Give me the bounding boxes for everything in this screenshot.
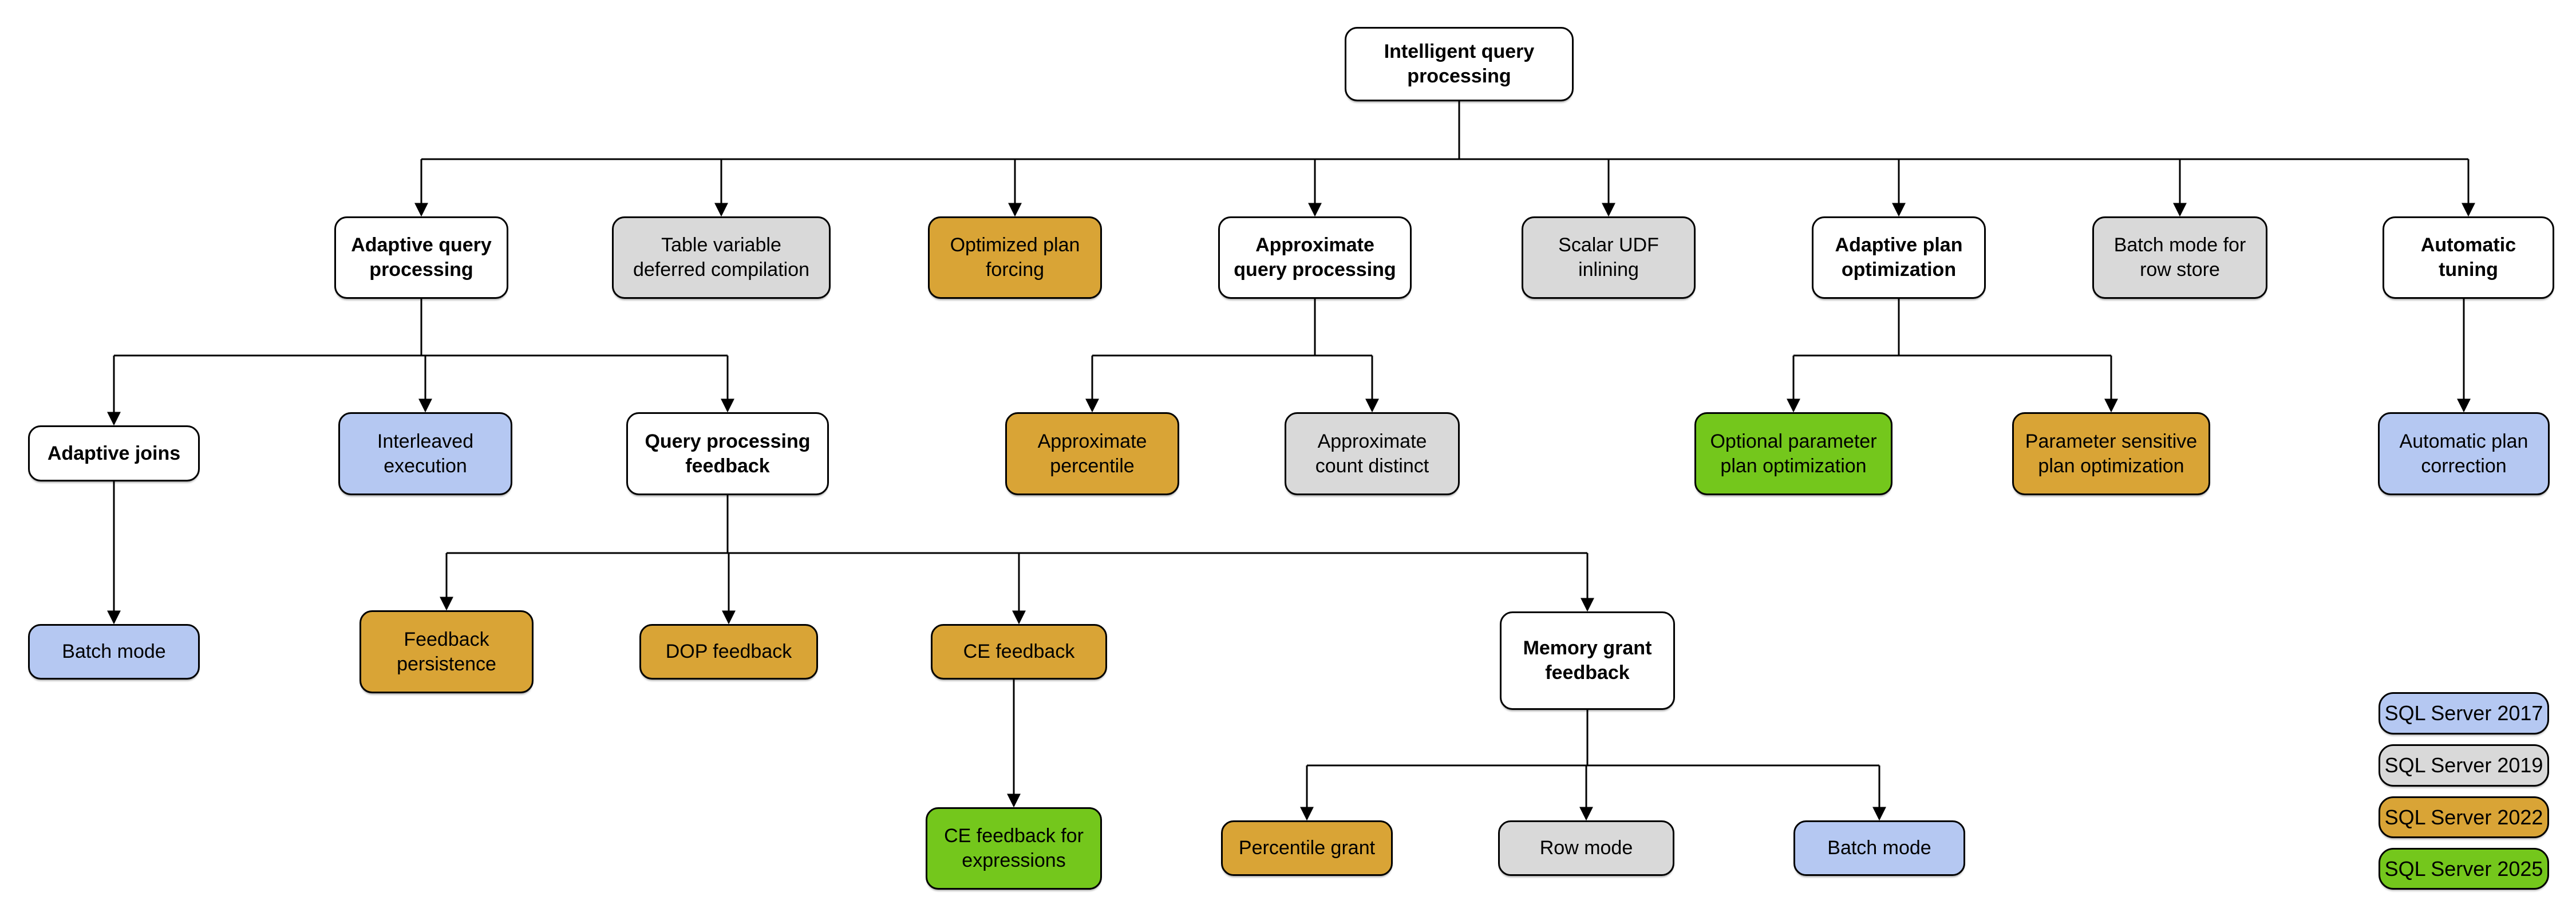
node-cefe: CE feedback for expressions xyxy=(926,807,1102,890)
node-label-line: count distinct xyxy=(1315,455,1429,477)
node-label-line: plan optimization xyxy=(1720,455,1867,477)
node-label-line: Interleaved xyxy=(377,430,474,452)
node-apo: Adaptive plan optimization xyxy=(1812,216,1986,299)
node-at: Automatic tuning xyxy=(2383,216,2554,299)
node-label-line: execution xyxy=(384,455,467,477)
legend-item-sql2022: SQL Server 2022 xyxy=(2379,796,2549,838)
node-label-line: Percentile grant xyxy=(1238,837,1376,859)
node-ap: Approximate percentile xyxy=(1005,412,1179,495)
node-apc: Automatic plan correction xyxy=(2378,412,2550,495)
node-bmrs: Batch mode for row store xyxy=(2092,216,2267,299)
node-label-line: expressions xyxy=(962,850,1066,871)
node-label-line: Query processing xyxy=(645,430,811,452)
node-label-line: correction xyxy=(2421,455,2507,477)
node-aqp: Adaptive query processing xyxy=(334,216,508,299)
node-fp: Feedback persistence xyxy=(359,610,534,693)
node-label-line: DOP feedback xyxy=(665,641,792,663)
node-label-line: Row mode xyxy=(1539,837,1633,859)
legend-item-sql2017: SQL Server 2017 xyxy=(2379,692,2549,735)
node-label-line: inlining xyxy=(1578,259,1639,281)
node-tvdc: Table variable deferred compilation xyxy=(612,216,831,299)
legend-item-sql2019: SQL Server 2019 xyxy=(2379,744,2549,787)
node-label-line: Approximate xyxy=(1317,430,1427,452)
node-label-line: Approximate xyxy=(1037,430,1147,452)
node-oppo: Optional parameter plan optimization xyxy=(1694,412,1893,495)
node-label-line: Batch mode xyxy=(62,641,166,663)
node-label-line: Batch mode xyxy=(1827,837,1931,859)
legend-item-label: SQL Server 2022 xyxy=(2384,805,2543,829)
node-ie: Interleaved execution xyxy=(338,412,512,495)
node-label-line: Adaptive joins xyxy=(47,442,181,464)
node-label-line: Scalar UDF xyxy=(1558,234,1659,256)
node-label-line: Parameter sensitive xyxy=(2025,430,2198,452)
node-bm1: Batch mode xyxy=(28,624,200,680)
node-label-line: optimization xyxy=(1841,259,1957,281)
node-label-line: Automatic plan xyxy=(2399,430,2528,452)
node-label-line: query processing xyxy=(1234,259,1396,281)
node-label-line: plan optimization xyxy=(2038,455,2184,477)
node-label-line: tuning xyxy=(2439,259,2498,281)
node-cef: CE feedback xyxy=(931,624,1107,680)
node-opf: Optimized plan forcing xyxy=(928,216,1102,299)
node-sui: Scalar UDF inlining xyxy=(1522,216,1696,299)
node-pspo: Parameter sensitive plan optimization xyxy=(2012,412,2210,495)
node-label-line: Optional parameter xyxy=(1710,430,1877,452)
node-label-line: feedback xyxy=(1545,662,1630,684)
node-label-line: row store xyxy=(2140,259,2220,281)
node-label-line: forcing xyxy=(985,259,1045,281)
node-label-line: Adaptive plan xyxy=(1835,234,1963,256)
node-pg: Percentile grant xyxy=(1221,820,1393,876)
node-label-line: Automatic xyxy=(2420,234,2516,256)
node-acd: Approximate count distinct xyxy=(1285,412,1460,495)
node-label-line: Adaptive query xyxy=(351,234,492,256)
node-label-line: percentile xyxy=(1050,455,1135,477)
node-aj: Adaptive joins xyxy=(28,425,200,481)
node-label-line: Feedback xyxy=(404,628,489,650)
legend-item-label: SQL Server 2025 xyxy=(2384,856,2543,881)
node-label-line: Memory grant xyxy=(1523,637,1652,660)
node-label-line: Intelligent query xyxy=(1384,41,1535,63)
node-label-line: Optimized plan xyxy=(950,234,1080,256)
legend-item-label: SQL Server 2019 xyxy=(2384,753,2543,777)
node-label-line: processing xyxy=(369,259,473,281)
node-rm: Row mode xyxy=(1498,820,1674,876)
node-label-line: feedback xyxy=(685,455,770,477)
node-label-line: Table variable xyxy=(661,234,781,256)
node-qpf: Query processing feedback xyxy=(626,412,829,495)
node-label-line: deferred compilation xyxy=(633,259,810,281)
node-bm2: Batch mode xyxy=(1793,820,1965,876)
node-label-line: processing xyxy=(1407,65,1511,87)
node-label-line: CE feedback xyxy=(963,641,1075,663)
node-label-line: Approximate xyxy=(1255,234,1374,256)
node-label-line: persistence xyxy=(397,653,496,675)
node-dop: DOP feedback xyxy=(639,624,818,680)
node-label-line: CE feedback for xyxy=(944,825,1084,847)
legend-item-label: SQL Server 2017 xyxy=(2384,701,2543,725)
legend-item-sql2025: SQL Server 2025 xyxy=(2379,848,2549,890)
node-aqp2: Approximate query processing xyxy=(1218,216,1412,299)
node-label-line: Batch mode for xyxy=(2113,234,2246,256)
